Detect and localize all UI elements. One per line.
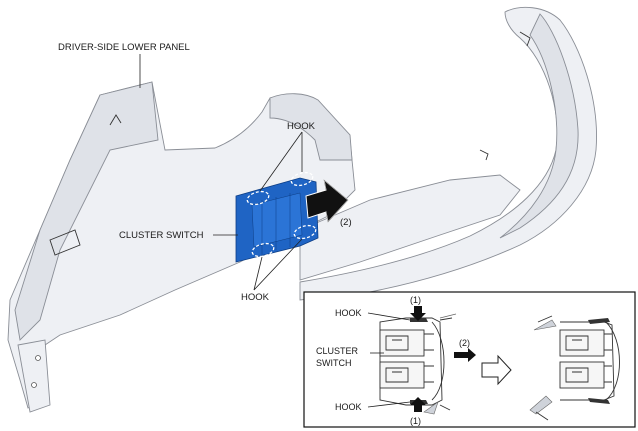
panel-label: DRIVER-SIDE LOWER PANEL: [58, 42, 190, 53]
step-label-main: (2): [340, 217, 352, 228]
pull-arrow-inset: [454, 348, 476, 362]
inset-hook-label-top: HOOK: [335, 308, 362, 318]
hook-ring-lower-right: [293, 224, 317, 240]
inset-step-bottom: (1): [410, 416, 421, 426]
result-arrow-hollow: [481, 354, 512, 386]
cluster-switch-label: CLUSTER SWITCH: [119, 230, 204, 241]
press-arrow-top: [410, 306, 426, 321]
inset-hook-label-bottom: HOOK: [335, 402, 362, 412]
inset-step-top: (1): [410, 295, 421, 305]
driver-side-lower-panel: [7, 6, 597, 413]
inset-cluster-label-2: SWITCH: [316, 358, 352, 368]
inset-leader-hook-top: [367, 312, 411, 321]
cluster-switch: [235, 171, 319, 263]
press-arrow-bottom: [410, 397, 426, 412]
detail-inset: HOOK HOOK CLUSTER SWITCH (1) (1) (2): [303, 291, 636, 428]
inset-step-side: (2): [459, 338, 470, 348]
hook-label-bottom: HOOK: [241, 292, 270, 303]
hook-ring-lower-left: [251, 242, 275, 258]
inset-cluster-label-1: CLUSTER: [316, 346, 359, 356]
leaders-main: [139, 54, 303, 291]
hook-ring-upper-right: [290, 171, 314, 187]
hook-label-top: HOOK: [287, 121, 316, 132]
inset-switch-installed: [379, 313, 457, 415]
inset-leader-hook-bottom: [367, 401, 411, 408]
inset-switch-removed: [529, 315, 620, 421]
removal-arrow-main: [305, 178, 349, 224]
hook-ring-upper-left: [246, 190, 270, 206]
